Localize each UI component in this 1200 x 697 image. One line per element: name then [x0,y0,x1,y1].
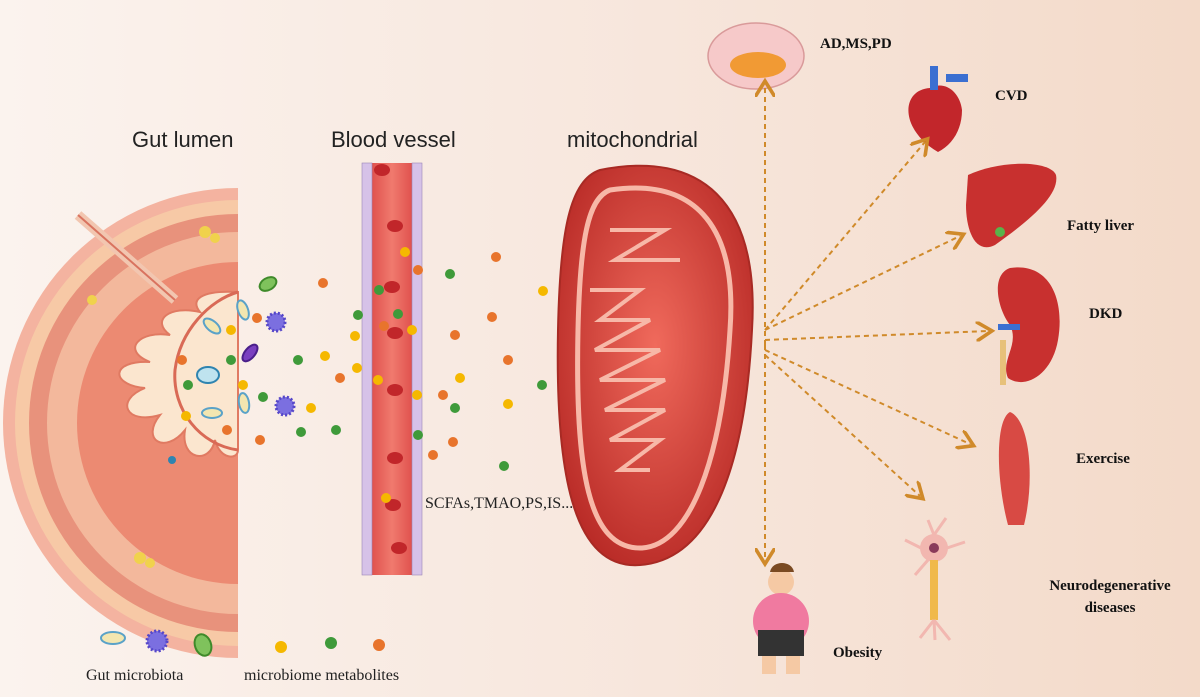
heart-icon [908,66,968,152]
legend-cocci-bacterium-icon [145,629,169,653]
metabolite-dot [222,425,232,435]
label-ad-ms-pd: AD,MS,PD [820,36,892,52]
metabolite-dot [499,461,509,471]
blood-vessel [361,162,423,576]
metabolite-dot [487,312,497,322]
legend-green-dot [325,637,337,649]
neuron-icon [904,517,966,641]
metabolite-dot [393,309,403,319]
header-blood-vessel: Blood vessel [331,127,456,152]
metabolite-dot [318,278,328,288]
metabolite-dot [226,355,236,365]
metabolite-dot [331,425,341,435]
liver-icon [966,163,1057,248]
mitochondria [556,164,754,567]
metabolite-dot [374,285,384,295]
label-neuro-line2: diseases [1084,600,1136,616]
metabolite-dot [181,411,191,421]
legend [100,629,385,657]
legend-rod-bacterium-icon [100,631,126,645]
metabolite-dot [226,325,236,335]
metabolite-dot [407,325,417,335]
muscle-icon [998,412,1030,525]
metabolite-dot [373,375,383,385]
legend-orange-dot [373,639,385,651]
obesity-figure [753,563,809,674]
metabolite-dot [413,430,423,440]
metabolite-dot [293,355,303,365]
metabolites-note: SCFAs,TMAO,PS,IS... [425,495,574,512]
metabolite-dot [238,380,248,390]
label-neuro-line1: Neurodegenerative [1049,578,1171,594]
gut-cross-section [3,188,239,658]
metabolite-dot [320,351,330,361]
metabolite-dot [353,310,363,320]
metabolite-dot [255,435,265,445]
metabolite-dot [379,321,389,331]
metabolite-dot [412,390,422,400]
label-dkd: DKD [1089,306,1123,322]
metabolite-dot [450,330,460,340]
label-obesity: Obesity [833,645,883,661]
metabolite-dot [448,437,458,447]
brain-icon [707,22,805,90]
metabolite-dot [445,269,455,279]
metabolite-dot [450,403,460,413]
kidney-icon [997,267,1060,385]
metabolite-dot [350,331,360,341]
metabolite-dot [438,390,448,400]
metabolite-dot [400,247,410,257]
metabolite-dot [381,493,391,503]
target-arrows [765,85,988,560]
legend-yellow-dot [275,641,287,653]
header-mitochondrial: mitochondrial [567,127,698,152]
legend-metabolites: microbiome metabolites [244,667,400,684]
metabolite-dot [428,450,438,460]
metabolite-dot [503,355,513,365]
metabolite-dot [306,403,316,413]
metabolite-dot [352,363,362,373]
label-cvd: CVD [995,88,1028,104]
metabolite-dot [296,427,306,437]
label-neurodegenerative-diseases: Neurodegenerative diseases [1035,575,1185,619]
metabolite-dot [491,252,501,262]
label-exercise: Exercise [1076,451,1130,467]
metabolite-dot [537,380,547,390]
label-fatty-liver: Fatty liver [1067,218,1135,234]
metabolite-dot [538,286,548,296]
gut-microbes [168,276,296,464]
metabolite-dot [413,265,423,275]
metabolite-dot [335,373,345,383]
metabolite-dot [455,373,465,383]
metabolite-dot [183,380,193,390]
metabolite-dot [252,313,262,323]
metabolite-dot [177,355,187,365]
legend-green-bacterium-icon [193,633,213,657]
metabolite-dots [177,247,548,503]
metabolite-dot [503,399,513,409]
header-gut-lumen: Gut lumen [132,127,234,152]
legend-gut-microbiota: Gut microbiota [86,667,184,684]
metabolite-dot [258,392,268,402]
